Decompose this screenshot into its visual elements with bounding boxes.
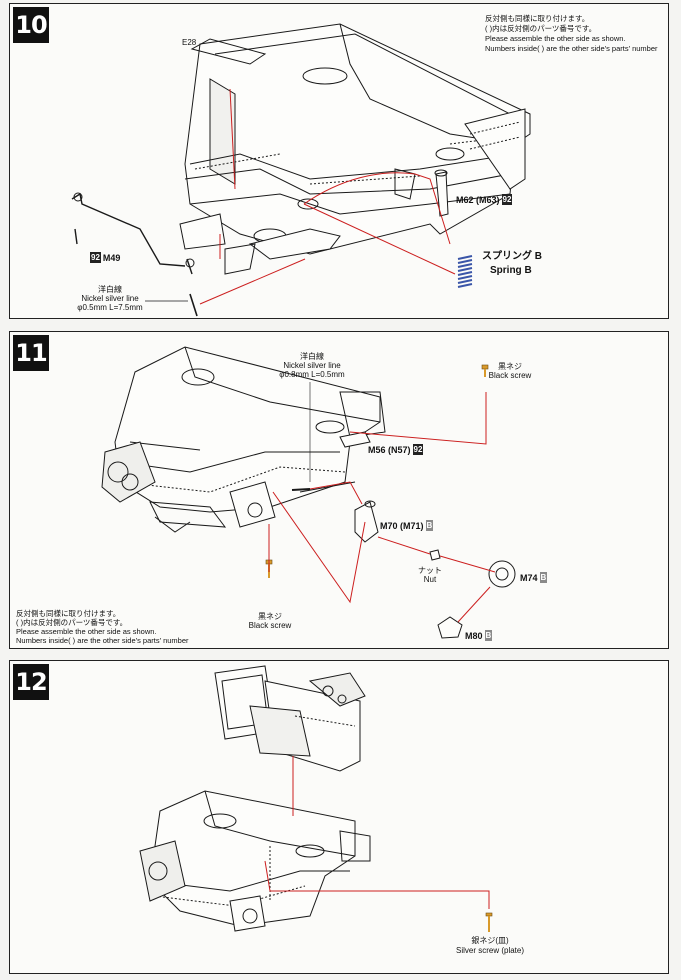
step-10-illustration	[71, 23, 531, 317]
part-m49-tag: 92	[90, 252, 101, 263]
part-m49-number: M49	[102, 252, 121, 263]
wire-en-label: Nickel silver line	[283, 361, 341, 370]
note-line-4: Numbers inside( ) are the other side's p…	[485, 44, 658, 53]
step-12-illustration	[139, 665, 493, 932]
part-m74-label: M74 B	[520, 572, 548, 583]
part-m80-label: M80 B	[465, 630, 493, 641]
silver-screw-en: Silver screw (plate)	[455, 946, 524, 955]
part-m74-number: M74	[520, 572, 538, 583]
note-line-1: 反対側も同様に取り付けます。	[16, 609, 121, 618]
nut-en: Nut	[423, 575, 437, 584]
note-line-3: Please assemble the other side as shown.	[485, 34, 626, 43]
part-m70-number: M70 (M71)	[380, 520, 424, 531]
black-screw-en: Black screw	[248, 621, 292, 630]
spring-b-jp: スプリング B	[482, 251, 542, 262]
part-m56-tag: 92	[412, 444, 424, 455]
note-line-2: ( )内は反対側のパーツ番号です。	[485, 24, 597, 33]
black-screw-top-jp: 黒ネジ	[498, 362, 522, 371]
part-m62-tag: 92	[501, 194, 513, 205]
part-m70-tag: B	[425, 520, 434, 531]
wire-dim-label: φ0.5mm L=7.5mm	[77, 303, 143, 312]
nut-jp: ナット	[418, 566, 442, 575]
note-line-2: ( )内は反対側のパーツ番号です。	[16, 618, 128, 627]
silver-screw-jp: 銀ネジ(皿)	[471, 936, 509, 945]
note-line-3: Please assemble the other side as shown.	[16, 627, 157, 636]
step-10-panel: 10	[9, 3, 669, 319]
black-screw-jp: 黒ネジ	[258, 612, 282, 621]
step-11-panel: 11	[9, 331, 669, 649]
note-line-4: Numbers inside( ) are the other side's p…	[16, 636, 189, 645]
part-m80-tag: B	[484, 630, 493, 641]
step-number: 11	[13, 335, 49, 371]
part-m62-number: M62 (M63)	[456, 194, 500, 205]
part-m56-number: M56 (N57)	[368, 444, 411, 455]
part-m80-number: M80	[465, 630, 483, 641]
spring-b-en: Spring B	[490, 265, 532, 276]
step-number: 12	[13, 664, 49, 700]
wire-en-label: Nickel silver line	[81, 294, 139, 303]
note-line-1: 反対側も同様に取り付けます。	[485, 14, 590, 23]
part-m56-label: M56 (N57) 92	[368, 444, 424, 455]
step-12-panel: 12	[9, 660, 669, 974]
wire-dim-label: φ0.8mm L=0.5mm	[279, 370, 345, 379]
part-m49-label: 92 M49	[90, 252, 120, 263]
part-e28-label: E28	[182, 38, 197, 47]
wire-jp-label: 洋白線	[300, 352, 324, 361]
step-11-illustration	[101, 346, 516, 639]
wire-jp-label: 洋白線	[98, 285, 122, 294]
part-m62-label: M62 (M63) 92	[456, 194, 513, 205]
black-screw-top-en: Black screw	[488, 371, 532, 380]
part-m70-label: M70 (M71) B	[380, 520, 434, 531]
part-m74-tag: B	[539, 572, 548, 583]
step-number: 10	[13, 7, 49, 43]
